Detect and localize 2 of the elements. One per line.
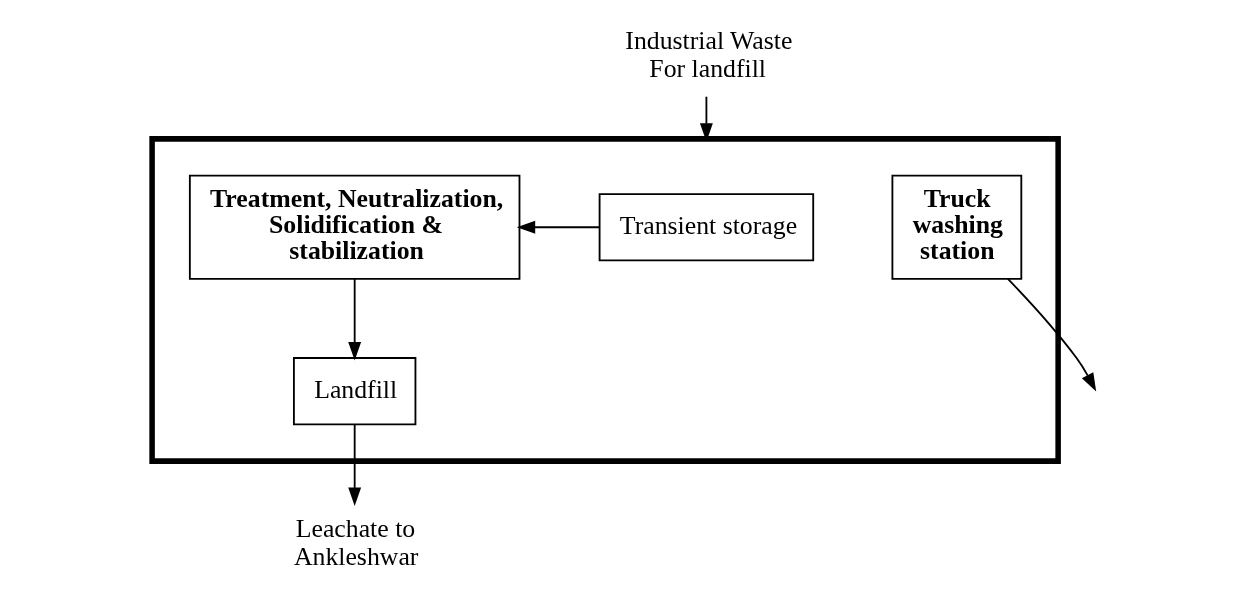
node-text: Leachate to Ankleshwar — [293, 514, 419, 571]
node-text: Industrial Waste For landfill — [625, 26, 793, 83]
